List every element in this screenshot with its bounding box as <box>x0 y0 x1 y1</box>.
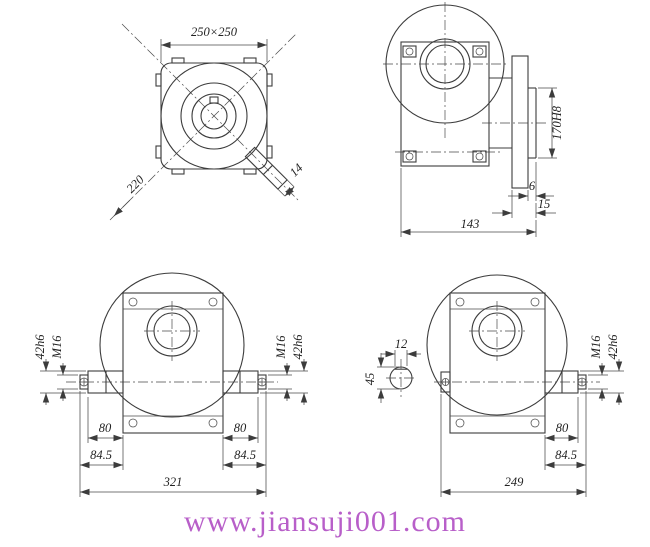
housing-circle <box>426 274 568 416</box>
dim-thread: M16 <box>589 335 603 360</box>
body <box>400 41 490 167</box>
output-flange <box>511 55 529 189</box>
housing-circle <box>160 62 268 170</box>
dim-left-dia: 42h6 <box>33 334 47 360</box>
watermark-text: www.jiansuji001.com <box>184 505 466 538</box>
dim-right-thread: M16 <box>274 335 288 360</box>
dim-shaft-width: 14 <box>287 161 306 180</box>
dim-diagonal: 220 <box>124 172 148 196</box>
dim-out-dia: 42h6 <box>606 334 620 360</box>
dim-spigot-dia: 170H8 <box>550 105 564 140</box>
dim-flange-size: 250×250 <box>191 25 238 39</box>
view-front-double: 42h6 M16 M16 42h6 80 80 84.5 84.5 321 <box>33 272 308 497</box>
view-front-single: 12 45 M16 <box>363 274 624 497</box>
dim-boss-thickness: 6 <box>529 179 536 193</box>
dim-right-shaft-len: 80 <box>234 421 247 435</box>
keyway <box>209 96 219 104</box>
dim-shaft-total: 84.5 <box>555 448 577 462</box>
dim-left-shaft-total: 84.5 <box>90 448 112 462</box>
dim-overall-width: 249 <box>505 475 525 489</box>
dim-right-dia: 42h6 <box>291 334 305 360</box>
dim-overall-width: 321 <box>163 475 183 489</box>
bearing-cover <box>440 371 451 393</box>
dim-shaft-dia: 45 <box>363 373 377 386</box>
centerline-diagonal-1 <box>121 23 299 201</box>
centerline-diagonal-2 <box>109 33 297 221</box>
dim-left-shaft-len: 80 <box>99 421 112 435</box>
body <box>122 292 224 434</box>
body <box>449 292 546 434</box>
worm-housing-circle <box>385 4 505 124</box>
dim-key-width: 12 <box>395 337 408 351</box>
housing-circle <box>99 272 245 418</box>
dim-left-thread: M16 <box>50 335 64 360</box>
view-side: 170H8 6 15 143 <box>383 2 564 237</box>
view-top: 250×250 220 14 <box>109 23 306 221</box>
dim-shaft-len: 80 <box>556 421 569 435</box>
dim-length: 143 <box>461 217 480 231</box>
dim-right-shaft-total: 84.5 <box>234 448 256 462</box>
dim-flange-offset: 15 <box>538 197 551 211</box>
